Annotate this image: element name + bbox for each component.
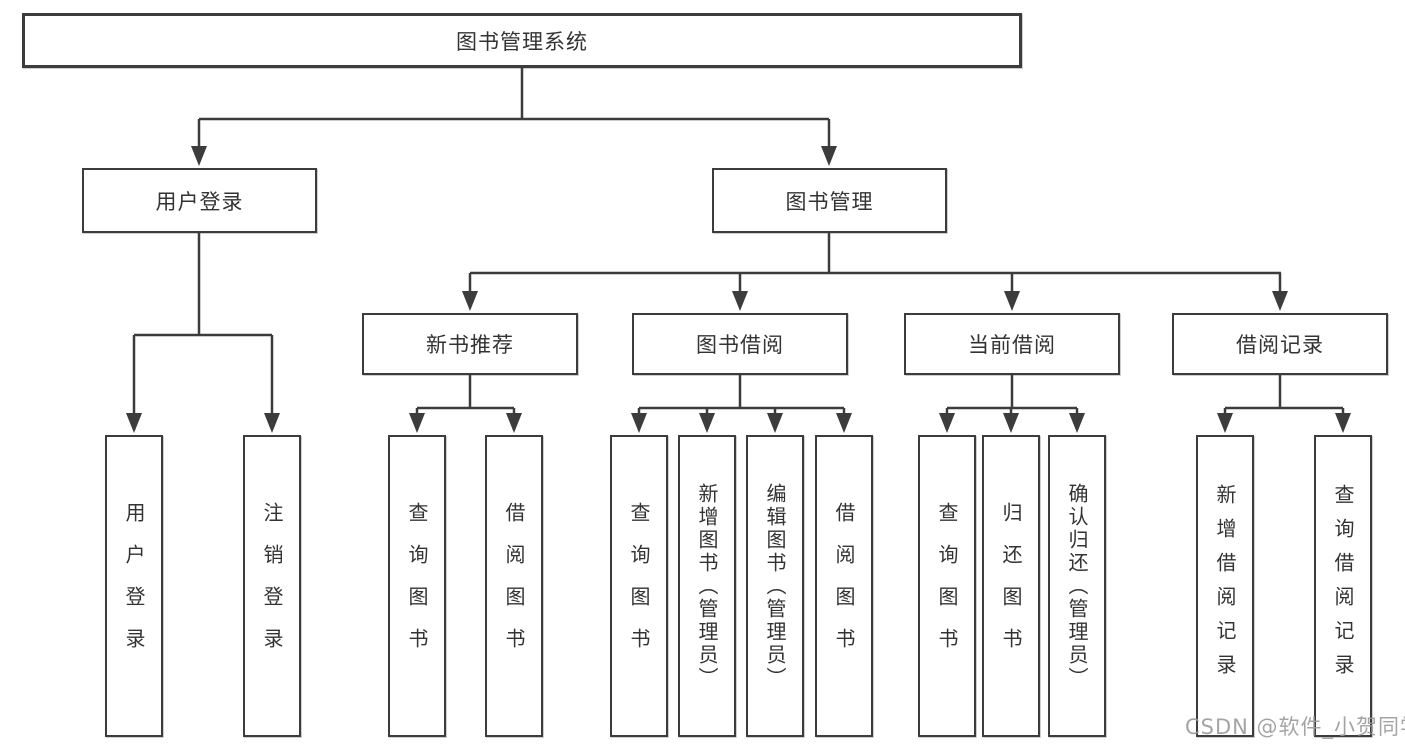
leaf-label: 新增借阅记录 [1213,484,1237,688]
leaf-label: 查询图书 [405,502,429,670]
node-label: 图书管理系统 [456,29,588,54]
leaf-label: 新增图书（管理员） [695,482,719,690]
leaf-return-books: 归还图书 [982,435,1040,737]
leaf-user-login: 用户登录 [105,435,163,737]
node-label: 借阅记录 [1236,333,1324,357]
leaf-label: 编辑图书（管理员） [763,482,787,690]
node-label: 新书推荐 [426,333,514,357]
leaf-borrow-books-borrowing: 借阅图书 [815,435,873,737]
leaf-query-borrow-record: 查询借阅记录 [1314,435,1372,737]
leaf-label: 借阅图书 [502,502,526,670]
leaf-label: 查询借阅记录 [1331,484,1355,688]
node-label: 用户登录 [155,189,244,214]
leaf-label: 注销登录 [260,502,284,670]
leaf-edit-book-admin: 编辑图书（管理员） [746,435,804,737]
node-library-management-system: 图书管理系统 [22,13,1022,68]
node-label: 当前借阅 [968,333,1056,357]
leaf-label: 用户登录 [122,502,146,670]
leaf-label: 查询图书 [627,502,651,670]
node-label: 图书管理 [785,189,874,214]
leaf-query-books-current: 查询图书 [918,435,976,737]
leaf-logout: 注销登录 [243,435,301,737]
leaf-add-borrow-record: 新增借阅记录 [1196,435,1254,737]
watermark: CSDN @软件_小贺同学 [1185,715,1405,739]
leaf-query-books-borrowing: 查询图书 [610,435,668,737]
leaf-add-book-admin: 新增图书（管理员） [678,435,736,737]
leaf-label: 确认归还（管理员） [1065,482,1089,690]
leaf-borrow-books-recommend: 借阅图书 [485,435,543,737]
node-new-book-recommendation: 新书推荐 [362,313,578,375]
node-label: 图书借阅 [696,333,784,357]
node-borrowing-records: 借阅记录 [1172,313,1388,375]
leaf-label: 归还图书 [999,502,1023,670]
node-book-borrowing: 图书借阅 [632,313,848,375]
leaf-label: 查询图书 [935,502,959,670]
node-current-borrowing: 当前借阅 [904,313,1120,375]
node-user-login: 用户登录 [82,168,317,233]
leaf-confirm-return-admin: 确认归还（管理员） [1048,435,1106,737]
leaf-label: 借阅图书 [832,502,856,670]
node-book-management: 图书管理 [712,168,947,233]
leaf-query-books-recommend: 查询图书 [388,435,446,737]
